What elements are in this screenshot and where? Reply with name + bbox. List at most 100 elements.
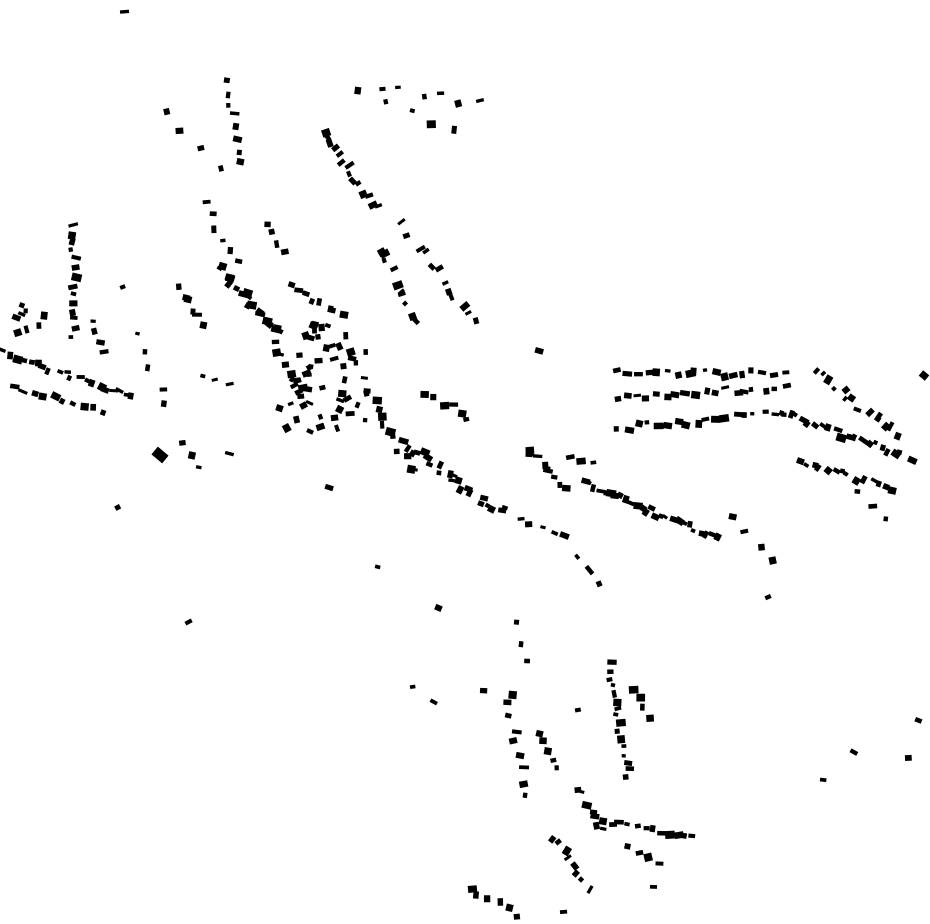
building (37, 362, 47, 371)
building (868, 503, 878, 509)
building (472, 316, 480, 325)
building (345, 347, 356, 357)
building (70, 291, 77, 297)
building (99, 348, 109, 355)
building (454, 476, 463, 485)
building (315, 333, 321, 340)
building (459, 301, 471, 312)
building (532, 454, 543, 459)
building (612, 712, 619, 717)
building (451, 125, 458, 134)
building (880, 421, 891, 432)
building (335, 150, 345, 158)
building (227, 246, 234, 255)
building (872, 439, 879, 446)
building (434, 603, 443, 612)
building (436, 470, 442, 476)
building (389, 433, 396, 440)
building (211, 377, 219, 382)
building (606, 676, 613, 683)
building (175, 283, 182, 291)
building (324, 483, 334, 492)
building (896, 449, 903, 455)
building (56, 368, 64, 375)
building (21, 357, 28, 364)
building (658, 513, 665, 520)
building (893, 431, 902, 441)
building (571, 869, 580, 878)
building (226, 102, 231, 108)
building (427, 262, 436, 271)
building (232, 122, 240, 131)
building (287, 281, 296, 289)
building (391, 280, 404, 291)
building (750, 412, 755, 416)
building (335, 397, 345, 404)
building (397, 436, 410, 446)
building (782, 370, 790, 375)
building (534, 346, 544, 355)
building (292, 377, 300, 384)
building (318, 323, 325, 332)
building (624, 498, 635, 507)
building (610, 682, 616, 688)
building (850, 433, 858, 442)
building (429, 698, 438, 706)
building (298, 401, 309, 410)
building (550, 757, 557, 764)
building (12, 354, 24, 365)
building (305, 399, 314, 406)
building (232, 135, 243, 144)
building (224, 273, 236, 283)
building (58, 397, 66, 405)
building (87, 378, 96, 388)
building (622, 370, 633, 377)
building (655, 861, 664, 866)
building (607, 669, 614, 675)
building (886, 421, 895, 432)
building (275, 404, 284, 413)
building (576, 457, 586, 465)
building (563, 854, 572, 862)
building (584, 564, 595, 576)
building (653, 422, 664, 430)
building (372, 396, 383, 405)
building (294, 287, 304, 294)
building (408, 449, 417, 458)
building (293, 415, 301, 424)
building (623, 760, 633, 767)
building (308, 321, 317, 330)
building (464, 310, 472, 316)
building (522, 792, 528, 799)
building (733, 411, 743, 418)
building (854, 488, 861, 494)
building (436, 91, 445, 96)
building (254, 310, 266, 318)
building (409, 108, 416, 114)
building (757, 543, 766, 551)
building (595, 580, 603, 588)
building (336, 158, 346, 167)
building (504, 712, 512, 719)
building (364, 192, 374, 199)
building (540, 525, 546, 530)
building (334, 424, 341, 433)
building (554, 765, 559, 771)
building (187, 451, 197, 460)
building (209, 211, 217, 217)
building (646, 714, 655, 722)
building (887, 486, 897, 495)
building (360, 376, 369, 380)
building (402, 232, 411, 240)
building (713, 532, 723, 542)
building (649, 824, 656, 833)
building (135, 331, 140, 336)
building (833, 426, 843, 434)
building (636, 693, 646, 702)
building (561, 845, 573, 857)
building (657, 830, 667, 836)
building (273, 240, 280, 249)
building (547, 834, 557, 844)
building (680, 420, 691, 430)
building (297, 393, 305, 400)
